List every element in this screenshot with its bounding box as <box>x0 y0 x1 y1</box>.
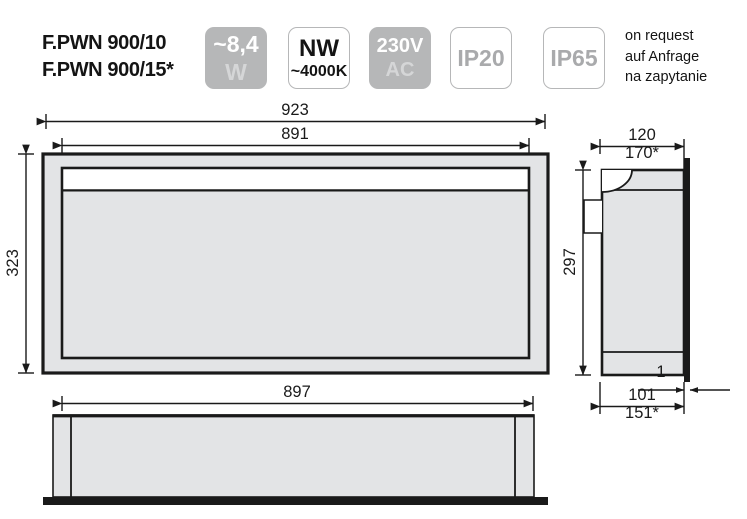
badge-cct-value: ~4000K <box>290 62 348 80</box>
technical-drawing: 923 891 323 897 120 170* <box>4 101 730 505</box>
badge-power-value: ~8,4 <box>213 30 259 57</box>
dim-label-297: 297 <box>561 248 579 276</box>
bottom-view-base-bar <box>43 497 548 505</box>
availability-note-pl: na zapytanie <box>625 69 708 85</box>
dim-label-923: 923 <box>281 101 309 119</box>
product-title: F.PWN 900/10 F.PWN 900/15* <box>42 30 212 84</box>
side-view-mounting-plate <box>684 158 690 382</box>
dim-label-1: 1 <box>656 363 665 381</box>
dim-label-897: 897 <box>283 383 311 401</box>
badge-cct-label: NW <box>299 34 339 62</box>
availability-note-en: on request <box>625 28 694 44</box>
badge-power-unit: W <box>225 58 247 85</box>
availability-note: on request auf Anfrage na zapytanie <box>625 26 745 88</box>
badge-ip20-label: IP20 <box>457 44 505 71</box>
availability-note-de: auf Anfrage <box>625 48 700 65</box>
dim-label-170: 170* <box>625 144 660 162</box>
product-header: F.PWN 900/10 F.PWN 900/15* ~8,4 W NW ~40… <box>0 0 747 105</box>
badge-ip65: IP65 <box>543 27 605 89</box>
badge-voltage: 230V AC <box>369 27 431 89</box>
dim-label-120: 120 <box>628 126 656 144</box>
badge-voltage-type: AC <box>385 59 415 81</box>
product-name-line-1: F.PWN 900/10 <box>42 32 167 54</box>
dim-label-891: 891 <box>281 125 309 143</box>
product-name-line-2: F.PWN 900/15* <box>42 59 174 81</box>
dim-label-101: 101 <box>628 386 656 404</box>
badge-voltage-value: 230V <box>376 35 424 57</box>
badge-ip65-label: IP65 <box>550 44 598 71</box>
dim-label-323: 323 <box>4 249 22 277</box>
badge-ip20: IP20 <box>450 27 512 89</box>
badge-power: ~8,4 W <box>205 27 267 89</box>
badge-color-temperature: NW ~4000K <box>288 27 350 89</box>
dim-label-151: 151* <box>625 404 660 422</box>
